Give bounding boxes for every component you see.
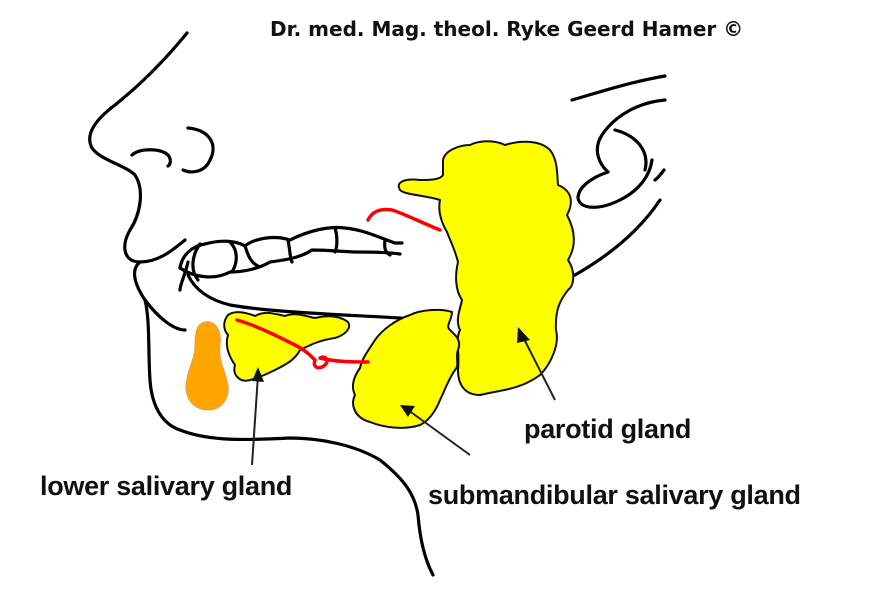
lower-lip bbox=[132, 260, 187, 332]
nostril bbox=[130, 148, 172, 168]
chin-jaw bbox=[143, 298, 435, 577]
label-lower-salivary-gland: lower salivary gland bbox=[40, 471, 292, 501]
lower-salivary-gland bbox=[223, 311, 351, 382]
submandibular-arrow bbox=[407, 409, 471, 456]
submandibular-arrowhead bbox=[400, 405, 415, 417]
submandibular-duct bbox=[235, 318, 370, 370]
ear-top bbox=[570, 74, 667, 102]
submandibular-gland bbox=[351, 308, 461, 429]
mouth-floor bbox=[186, 273, 447, 324]
parotid-arrowhead bbox=[517, 327, 530, 343]
neck-back bbox=[573, 198, 662, 277]
nose-profile bbox=[88, 31, 189, 264]
pointer-arrows bbox=[251, 327, 556, 466]
label-parotid-gland: parotid gland bbox=[524, 414, 691, 444]
ear-helix bbox=[576, 98, 667, 209]
label-submandibular-gland: submandibular salivary gland bbox=[428, 480, 801, 510]
parotid-arrow bbox=[521, 334, 556, 401]
parotid-gland bbox=[397, 140, 575, 396]
nose-wing bbox=[181, 126, 215, 174]
lower-arrowhead bbox=[252, 367, 264, 382]
lower-arrow bbox=[251, 374, 259, 466]
ear-inner bbox=[613, 128, 648, 172]
credit-text: Dr. med. Mag. theol. Ryke Geerd Hamer © bbox=[270, 17, 743, 41]
ear-lobe bbox=[653, 168, 666, 182]
upper-teeth bbox=[178, 225, 404, 270]
parotid-duct bbox=[366, 207, 442, 232]
orange-node bbox=[185, 321, 229, 411]
